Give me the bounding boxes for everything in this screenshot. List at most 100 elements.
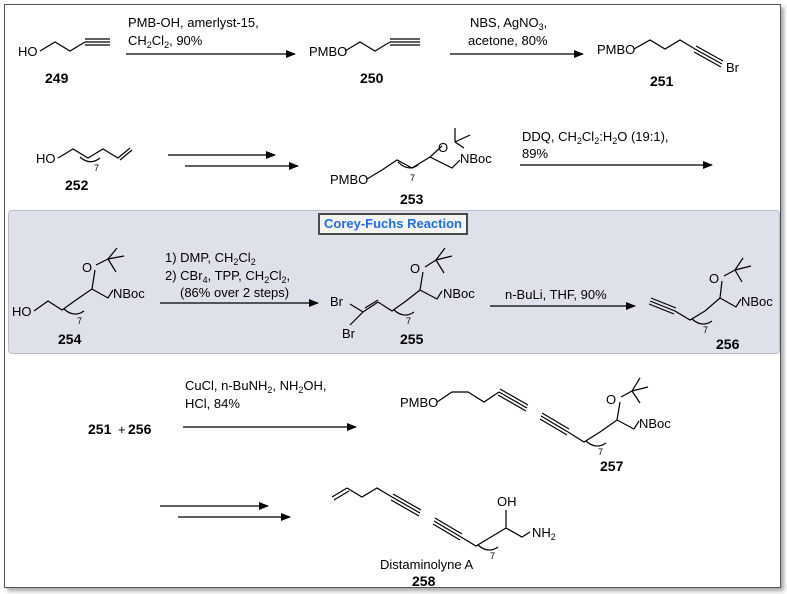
chain-bonds — [436, 391, 500, 403]
repeat-count: 7 — [94, 163, 99, 173]
reaction-arrow-1: PMB-OH, amerlyst-15, CH2Cl2, 90% — [126, 15, 296, 58]
compound-label: 254 — [58, 331, 82, 347]
bromine-label-1: Br — [330, 294, 344, 309]
compound-258: 7 OH NH2 Distaminolyne A 258 — [331, 487, 556, 589]
compound-label: 252 — [65, 177, 89, 193]
repeat-count: 7 — [77, 316, 82, 326]
chain-bonds-2 — [460, 510, 531, 547]
alkyne-bond — [390, 38, 420, 46]
reaction-arrow-5: n-BuLi, THF, 90% — [490, 287, 636, 310]
chain-bonds — [366, 156, 431, 180]
reactant-251: 251 — [88, 421, 112, 437]
alkyne-bond-2 — [539, 412, 570, 436]
repeat-bracket — [79, 156, 101, 163]
compound-label: 258 — [412, 573, 436, 589]
oxazolidine-ring — [719, 257, 752, 308]
compound-label: 250 — [360, 70, 384, 86]
conditions-line-1: CuCl, n-BuNH2, NH2OH, — [185, 378, 327, 395]
compound-257: PMBO 7 O NBoc 257 — [400, 377, 671, 474]
nboc-label: NBoc — [741, 294, 773, 309]
compound-label: 253 — [400, 191, 424, 207]
oxazolidine-ring — [91, 247, 125, 299]
repeat-bracket — [393, 309, 415, 316]
plus-sign: + — [118, 422, 126, 437]
compound-253: PMBO 7 O NBoc 253 — [330, 128, 492, 207]
corey-fuchs-title: Corey-Fuchs Reaction — [318, 213, 468, 235]
compound-252: HO 7 252 — [36, 147, 133, 193]
pmbo-label: PMBO — [309, 44, 347, 59]
alkyne-bond-1 — [390, 493, 422, 517]
alkyne-bond — [648, 297, 677, 315]
dibromoalkene-chain — [349, 289, 421, 326]
conditions-line-1: PMB-OH, amerlyst-15, — [128, 15, 259, 30]
chain-bonds — [633, 39, 696, 50]
pmbo-label: PMBO — [400, 395, 438, 410]
conditions-line-3: (86% over 2 steps) — [180, 285, 289, 300]
repeat-bracket — [691, 318, 713, 325]
nboc-label: NBoc — [639, 416, 671, 431]
chain-bonds — [674, 297, 721, 321]
hydroxy-label: HO — [12, 304, 32, 319]
chain-bonds — [57, 147, 133, 161]
bromine-label-2: Br — [342, 326, 356, 341]
repeat-count: 7 — [598, 447, 603, 457]
repeat-count: 7 — [490, 551, 495, 561]
ring-oxygen: O — [82, 260, 92, 275]
oxazolidine-ring — [419, 247, 453, 300]
conditions-line-1: NBS, AgNO3, — [470, 15, 547, 32]
repeat-bracket — [397, 161, 419, 169]
compound-249: HO 249 — [18, 38, 110, 86]
pmbo-label: PMBO — [597, 42, 635, 57]
oxazolidine-ring — [616, 377, 649, 430]
conditions-line-2: CH2Cl2, 90% — [128, 33, 203, 50]
ring-oxygen: O — [709, 271, 719, 286]
compound-label: 251 — [650, 73, 674, 89]
nboc-label: NBoc — [460, 151, 492, 166]
compound-256: 7 O NBoc 256 — [648, 257, 773, 352]
chain-bonds — [344, 41, 391, 52]
conditions-line-2: 89% — [522, 146, 548, 161]
natural-product-name: Distaminolyne A — [380, 557, 474, 572]
chain-bonds — [39, 41, 86, 52]
reactant-256: 256 — [128, 421, 152, 437]
compound-label: 256 — [716, 336, 740, 352]
repeat-bracket — [477, 544, 499, 551]
repeat-bracket — [63, 308, 85, 315]
alkyne-bond-1 — [497, 388, 529, 412]
reaction-arrow-4: 1) DMP, CH2Cl2 2) CBr4, TPP, CH2Cl2, (86… — [160, 250, 319, 307]
conditions-line-1: n-BuLi, THF, 90% — [505, 287, 607, 302]
multistep-arrow-2 — [160, 502, 291, 521]
hydroxyl-label: OH — [497, 494, 517, 509]
conditions-line-2: HCl, 84% — [185, 396, 240, 411]
reaction-arrow-6: CuCl, n-BuNH2, NH2OH, HCl, 84% — [183, 378, 357, 431]
conditions-line-2: 2) CBr4, TPP, CH2Cl2, — [165, 268, 290, 285]
conditions-line-2: acetone, 80% — [468, 33, 548, 48]
hydroxy-label: HO — [36, 151, 56, 166]
nboc-label: NBoc — [443, 286, 475, 301]
coupling-reactants: 251 + 256 — [88, 421, 152, 437]
reaction-arrow-3: DDQ, CH2Cl2:H2O (19:1), 89% — [520, 129, 713, 169]
compound-254: HO 7 O NBoc 254 — [12, 247, 145, 347]
alkyne-bond — [693, 45, 724, 68]
pmbo-label: PMBO — [330, 172, 368, 187]
compound-255: Br Br 7 O NBoc 255 — [330, 247, 475, 347]
conditions-line-1: DDQ, CH2Cl2:H2O (19:1), — [522, 129, 669, 146]
chain-bonds — [33, 288, 93, 312]
oxazolidine-ring — [429, 128, 471, 169]
bromine-label: Br — [726, 60, 740, 75]
compound-label: 257 — [600, 458, 624, 474]
compound-250: PMBO 250 — [309, 38, 420, 86]
alkyne-bond-2 — [432, 517, 463, 541]
repeat-count: 7 — [406, 316, 411, 326]
repeat-count: 7 — [703, 325, 708, 335]
ring-oxygen: O — [410, 261, 420, 276]
chain-bonds-2 — [567, 419, 618, 443]
reaction-arrow-2: NBS, AgNO3, acetone, 80% — [450, 15, 584, 58]
multistep-arrow-1 — [168, 151, 299, 170]
hydroxy-label: HO — [18, 44, 38, 59]
amine-label: NH2 — [532, 525, 556, 542]
nboc-label: NBoc — [113, 286, 145, 301]
repeat-count: 7 — [410, 173, 415, 183]
